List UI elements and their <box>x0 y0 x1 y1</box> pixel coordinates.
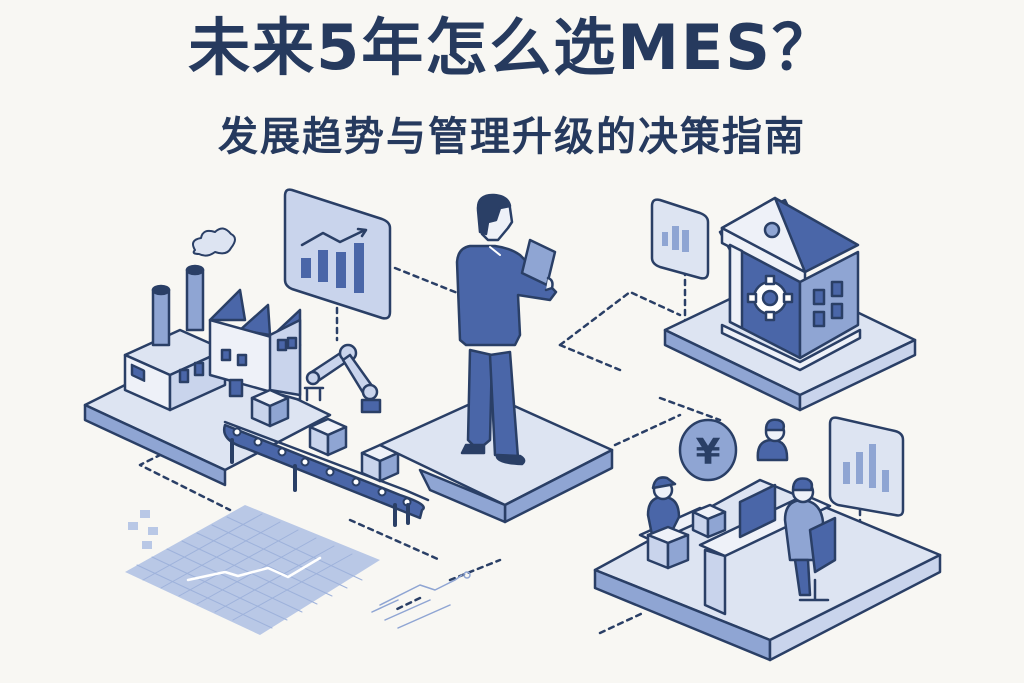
bar-chart-icon <box>301 258 311 278</box>
factory-building <box>123 227 302 412</box>
analytics-card-small <box>650 198 710 280</box>
businessman <box>455 193 558 466</box>
smokestack <box>185 268 205 332</box>
gear-icon <box>746 274 794 322</box>
robot-arm <box>303 343 382 414</box>
worker-box <box>646 476 727 570</box>
page-subtitle: 发展趋势与管理升级的决策指南 <box>218 114 806 160</box>
dashed-connectors <box>138 266 862 635</box>
svg-text:¥: ¥ <box>695 432 720 473</box>
office-chair <box>808 516 837 574</box>
office-platform <box>593 478 942 662</box>
analytics-card-office <box>828 416 905 517</box>
boxes <box>250 388 400 483</box>
page-title: 未来5年怎么选MES？ <box>188 11 836 84</box>
worker-standing <box>756 418 789 462</box>
mes-building <box>718 196 862 372</box>
computer-monitor <box>738 483 777 539</box>
bar-chart-icon <box>843 462 850 484</box>
bar-chart-icon <box>662 232 668 246</box>
conveyor-belt <box>222 420 430 527</box>
trend-lines <box>371 571 471 629</box>
worker-seated <box>783 477 837 602</box>
trend-arrow-icon <box>300 228 367 247</box>
smokestack <box>151 288 171 347</box>
yen-icon: ¥ <box>678 418 738 482</box>
analytics-card-left <box>283 188 392 320</box>
data-grid-chart <box>125 505 380 635</box>
smoke-icon <box>192 227 236 257</box>
